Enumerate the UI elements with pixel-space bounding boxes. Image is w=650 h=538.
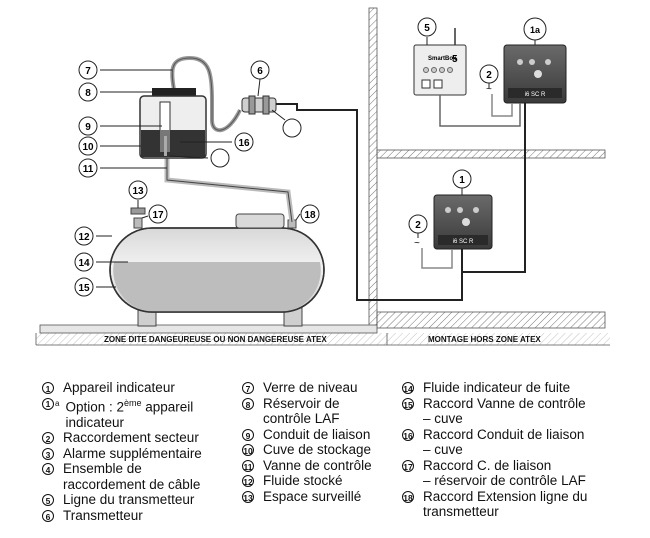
callout-18 — [271, 109, 302, 138]
svg-text:2: 2 — [415, 220, 421, 231]
svg-text:5: 5 — [424, 23, 430, 34]
svg-text:5: 5 — [452, 54, 458, 65]
svg-text:7: 7 — [85, 66, 91, 77]
building — [35, 7, 610, 346]
svg-text:~: ~ — [486, 84, 492, 95]
callout-15: 17 — [141, 204, 168, 224]
storage-tank — [109, 207, 325, 327]
svg-text:6: 6 — [257, 66, 263, 77]
callout-6: 8 — [78, 82, 158, 102]
laf-reservoir — [139, 55, 242, 159]
cable-connector — [241, 95, 277, 115]
svg-text:18: 18 — [304, 210, 316, 221]
svg-text:1: 1 — [459, 175, 465, 186]
monitor-1: i6 SC R — [433, 194, 493, 250]
callout-4: 6 — [250, 60, 270, 97]
svg-text:17: 17 — [152, 210, 164, 221]
callout-13: 15 — [74, 277, 116, 297]
svg-text:~: ~ — [414, 238, 420, 249]
svg-text:12: 12 — [78, 232, 90, 243]
svg-text:1a: 1a — [530, 25, 541, 35]
callout-5: 7 — [78, 60, 172, 80]
callout-2-upper: 2 — [479, 64, 499, 88]
callout-17 — [169, 148, 230, 168]
callout-1a: 1a — [523, 17, 547, 45]
svg-text:i6 SC R: i6 SC R — [525, 92, 546, 98]
callout-11: 13 — [128, 180, 148, 208]
svg-text:9: 9 — [85, 122, 91, 133]
callout-12: 14 — [74, 252, 128, 272]
callout-3: 5 — [417, 17, 437, 45]
svg-text:15: 15 — [78, 283, 90, 294]
callout-16: 18 — [295, 204, 320, 224]
svg-text:13: 13 — [132, 186, 144, 197]
callout-10: 12 — [74, 226, 112, 246]
system-diagram: i6 SC R i6 SC R SmartBox 5 ~ ~ 7 8 9 10 … — [35, 7, 610, 346]
svg-text:8: 8 — [85, 88, 91, 99]
smartbox: SmartBox 5 — [413, 28, 467, 96]
svg-text:14: 14 — [78, 258, 90, 269]
zone-label-right: MONTAGE HORS ZONE ATEX — [428, 335, 541, 344]
svg-text:16: 16 — [238, 138, 250, 149]
callout-14: 16 — [180, 132, 254, 152]
zone-label-left: ZONE DITE DANGEUREUSE OU NON DANGEREUSE … — [104, 335, 327, 344]
callout-2-lower: 2 — [408, 214, 428, 238]
svg-text:10: 10 — [82, 142, 94, 153]
svg-text:11: 11 — [83, 164, 94, 175]
svg-text:SmartBox: SmartBox — [428, 56, 457, 62]
svg-text:2: 2 — [486, 70, 492, 81]
callout-1: 1 — [452, 169, 472, 195]
callout-8: 10 — [78, 136, 141, 156]
callout-7: 9 — [78, 116, 162, 136]
svg-text:i6 SC R: i6 SC R — [453, 239, 474, 245]
transmitter-line — [276, 103, 526, 301]
monitor-1a: i6 SC R — [503, 44, 567, 104]
callout-9: 11 — [78, 158, 167, 178]
